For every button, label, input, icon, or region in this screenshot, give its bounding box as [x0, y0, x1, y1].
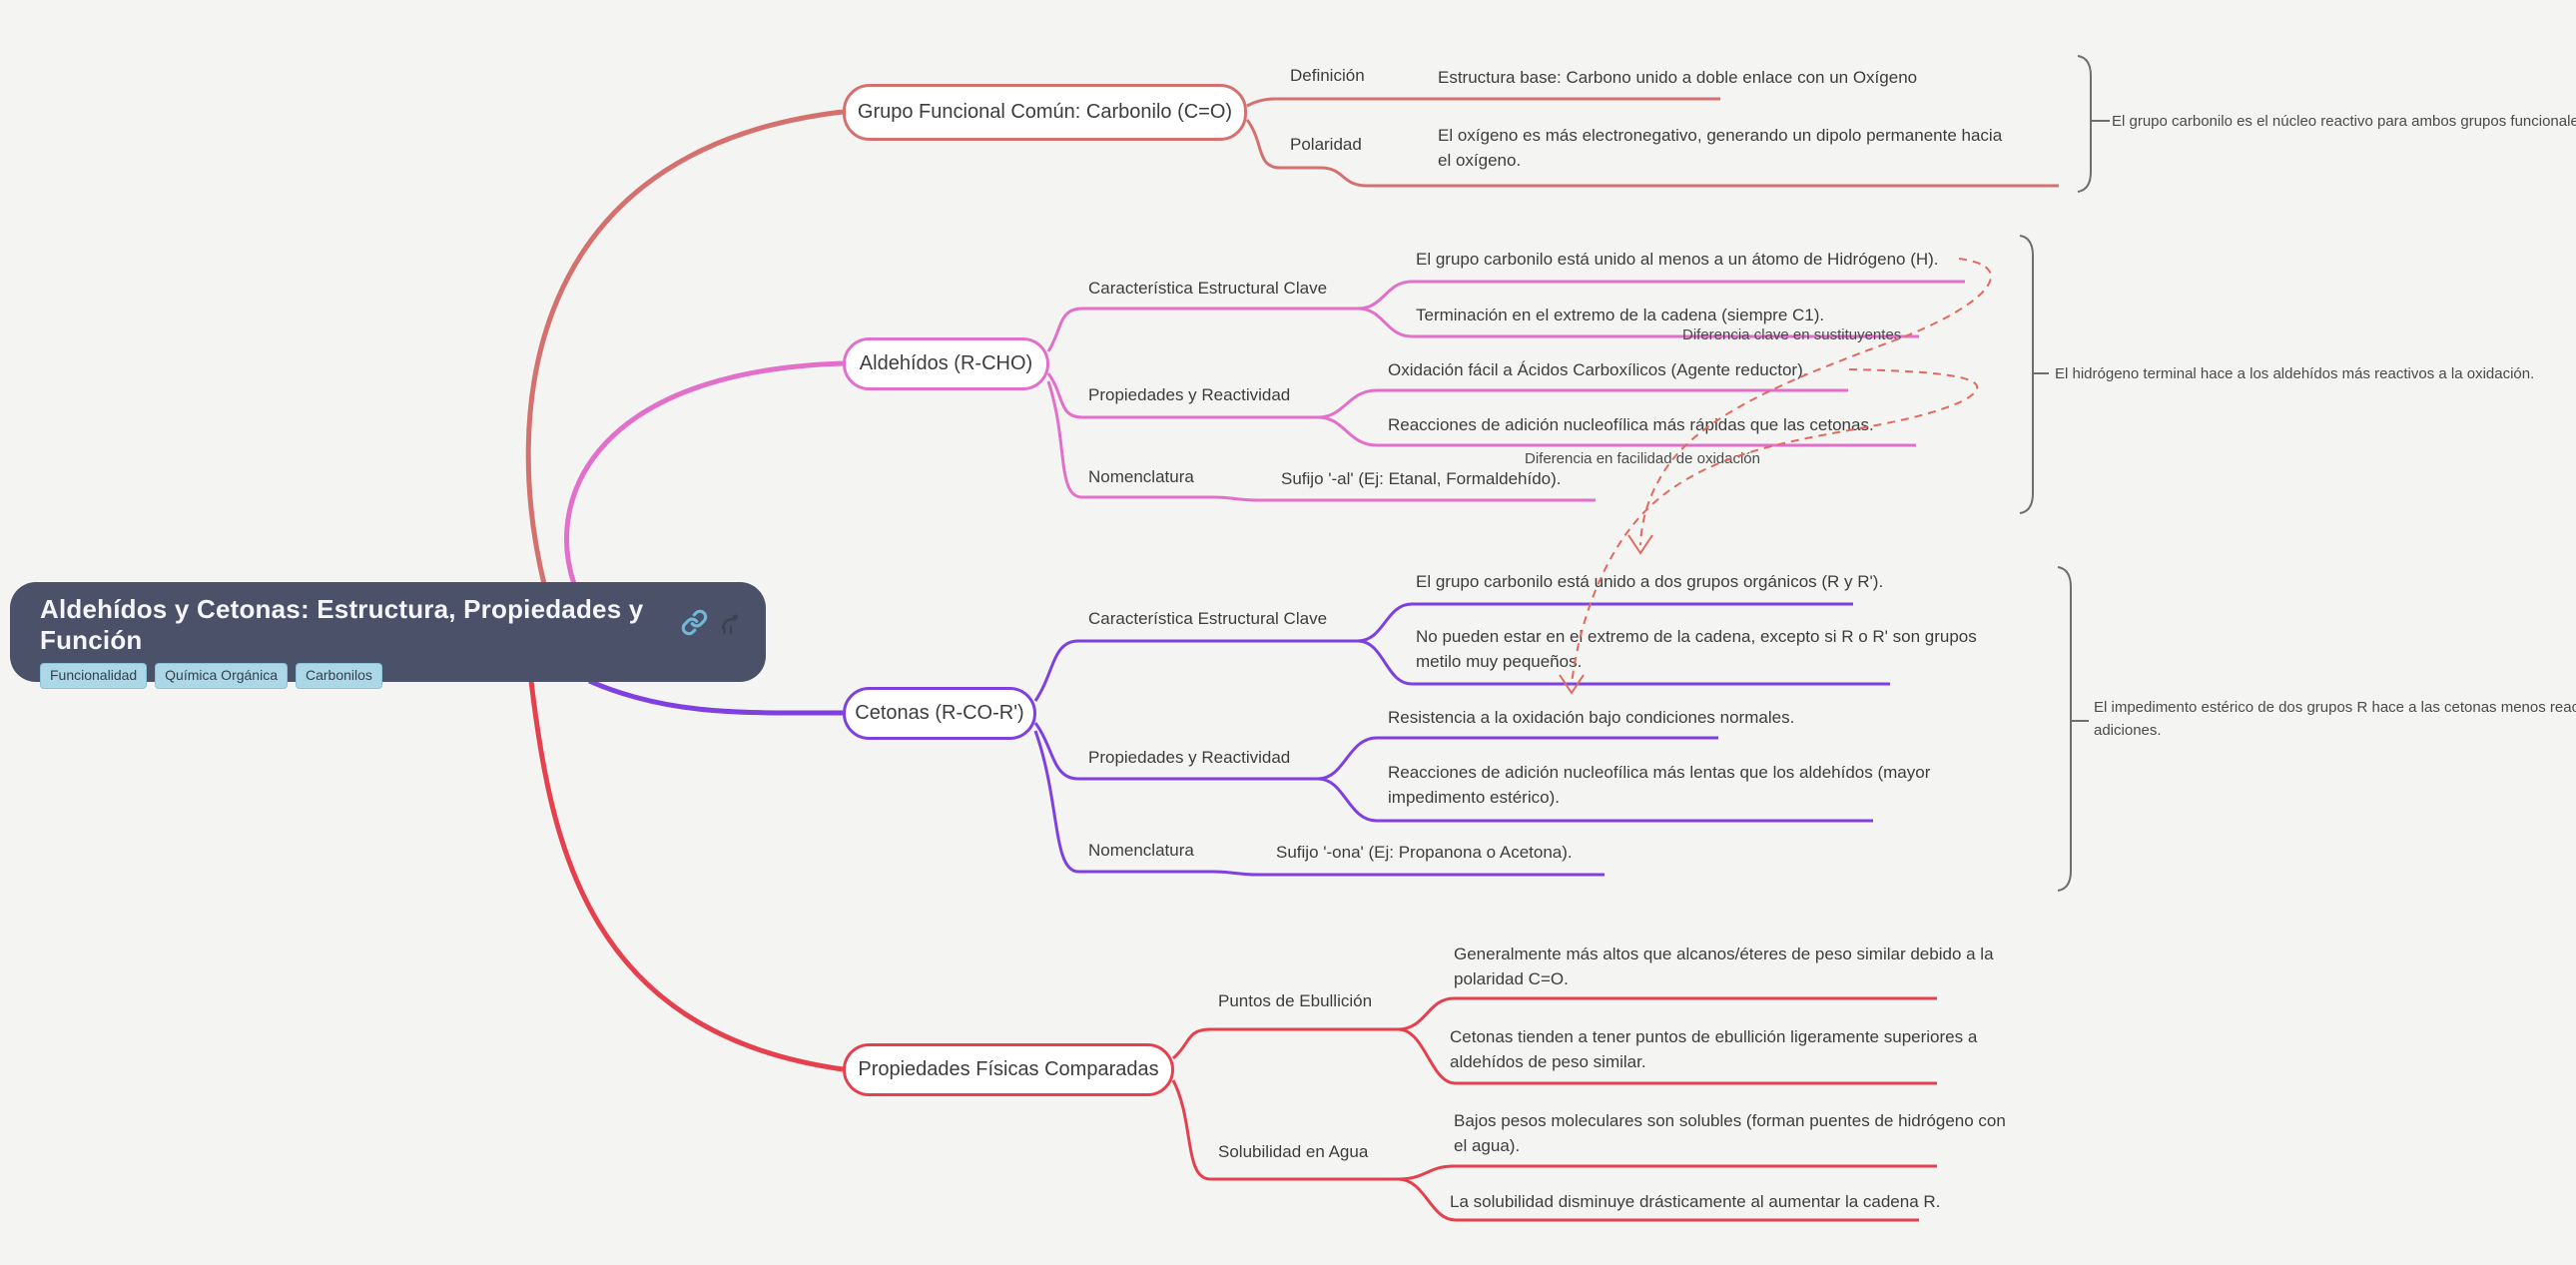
- root-tags: Funcionalidad Química Orgánica Carbonilo…: [40, 663, 742, 689]
- relation-label-sustituyentes: Diferencia clave en sustituyentes: [1682, 326, 1902, 343]
- leaf-adicion-rapida[interactable]: Reacciones de adición nucleofílica más r…: [1388, 415, 1874, 434]
- label-cetonas-propiedades[interactable]: Propiedades y Reactividad: [1088, 748, 1291, 767]
- label-cetonas-caracteristica[interactable]: Característica Estructural Clave: [1088, 609, 1328, 628]
- leaf-estructura-base[interactable]: Estructura base: Carbono unido a doble e…: [1438, 68, 1918, 87]
- tag-carbonilos[interactable]: Carbonilos: [296, 663, 382, 689]
- node-cetonas[interactable]: Cetonas (R-CO-R'): [843, 687, 1036, 740]
- note-brackets: [2019, 55, 2110, 892]
- leaf-dipolo[interactable]: El oxígeno es más electronegativo, gener…: [1438, 126, 2003, 170]
- root-node[interactable]: Aldehídos y Cetonas: Estructura, Propied…: [10, 582, 766, 689]
- tag-quimica-organica[interactable]: Química Orgánica: [155, 663, 288, 689]
- leaf-bajos-pesos[interactable]: Bajos pesos moleculares son solubles (fo…: [1454, 1111, 2006, 1155]
- tag-funcionalidad[interactable]: Funcionalidad: [40, 663, 148, 689]
- leaf-solubilidad-disminuye[interactable]: La solubilidad disminuye drásticamente a…: [1450, 1192, 1941, 1211]
- leaf-mas-altos[interactable]: Generalmente más altos que alcanos/étere…: [1454, 945, 1994, 988]
- link-icon[interactable]: [681, 609, 708, 641]
- leaf-adicion-lenta[interactable]: Reacciones de adición nucleofílica más l…: [1388, 763, 1931, 807]
- note-cetonas: El impedimento estérico de dos grupos R …: [2094, 699, 2576, 739]
- figure-icon: [718, 611, 742, 640]
- label-aldehidos-propiedades[interactable]: Propiedades y Reactividad: [1088, 385, 1291, 404]
- label-solubilidad-agua[interactable]: Solubilidad en Agua: [1218, 1142, 1369, 1161]
- label-cetonas-nomenclatura[interactable]: Nomenclatura: [1088, 841, 1194, 860]
- label-aldehidos-caracteristica[interactable]: Característica Estructural Clave: [1088, 279, 1328, 298]
- relation-arrow-sustituyentes: [1639, 258, 1992, 546]
- leaf-oxidacion-facil[interactable]: Oxidación fácil a Ácidos Carboxílicos (A…: [1388, 360, 1808, 379]
- note-carbonilo: El grupo carbonilo es el núcleo reactivo…: [2112, 113, 2576, 130]
- leaf-terminacion-c1[interactable]: Terminación en el extremo de la cadena (…: [1416, 306, 1825, 324]
- relation-arrow-oxidacion: [1571, 368, 1978, 686]
- relation-label-oxidacion: Diferencia en facilidad de oxidación: [1525, 450, 1760, 467]
- label-definicion[interactable]: Definición: [1290, 66, 1365, 85]
- leaf-dos-grupos[interactable]: El grupo carbonilo está unido a dos grup…: [1416, 572, 1884, 591]
- root-title: Aldehídos y Cetonas: Estructura, Propied…: [40, 594, 644, 655]
- leaf-cetonas-superiores[interactable]: Cetonas tienden a tener puntos de ebulli…: [1450, 1027, 1978, 1071]
- note-aldehidos: El hidrógeno terminal hace a los aldehíd…: [2055, 365, 2535, 382]
- label-puntos-ebullicion[interactable]: Puntos de Ebullición: [1218, 991, 1373, 1010]
- node-carbonilo[interactable]: Grupo Funcional Común: Carbonilo (C=O): [843, 84, 1247, 141]
- node-propiedades-fisicas[interactable]: Propiedades Físicas Comparadas: [843, 1043, 1174, 1096]
- leaf-sufijo-al[interactable]: Sufijo '-al' (Ej: Etanal, Formaldehído).: [1281, 469, 1562, 488]
- leaf-no-extremo[interactable]: No pueden estar en el extremo de la cade…: [1416, 627, 1977, 671]
- node-aldehidos[interactable]: Aldehídos (R-CHO): [843, 337, 1049, 390]
- leaf-unido-hidrogeno[interactable]: El grupo carbonilo está unido al menos a…: [1416, 250, 1939, 269]
- leaf-resistencia-oxidacion[interactable]: Resistencia a la oxidación bajo condicio…: [1388, 708, 1795, 727]
- label-polaridad[interactable]: Polaridad: [1290, 135, 1362, 154]
- leaf-sufijo-ona[interactable]: Sufijo '-ona' (Ej: Propanona o Acetona).: [1276, 843, 1573, 862]
- label-aldehidos-nomenclatura[interactable]: Nomenclatura: [1088, 467, 1194, 486]
